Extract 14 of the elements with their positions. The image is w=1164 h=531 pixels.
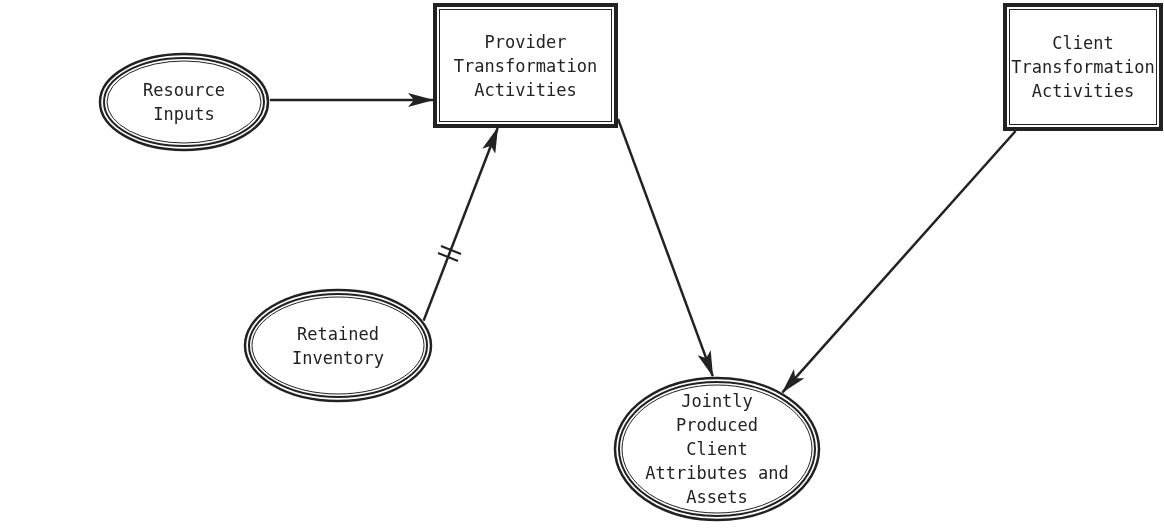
process-box [1003, 3, 1163, 131]
node-label: Jointly Produced Client Attributes and Assets [644, 390, 790, 509]
arrow [616, 118, 714, 377]
ellipse-node [98, 52, 270, 152]
node-label: Client Transformation Activities [1010, 32, 1156, 103]
ellipse-node [613, 376, 821, 522]
arrow [269, 93, 434, 107]
node-label: Provider Transformation Activities [452, 30, 599, 102]
arrow [422, 127, 499, 322]
ellipse-node [243, 288, 433, 403]
node-label: Retained Inventory [290, 322, 386, 370]
process-box [433, 3, 618, 128]
arrow [781, 130, 1017, 394]
node-label: Resource Inputs [142, 79, 226, 126]
